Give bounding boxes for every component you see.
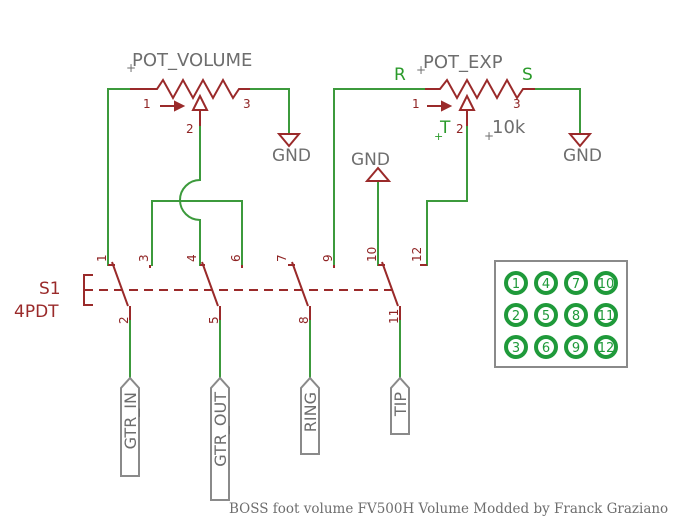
pot-exp-tip-label: T [439,118,451,138]
switch-pin-1: 1 [95,254,109,262]
pot-exp-pin1: 1 [412,97,420,111]
switch-pin-3: 3 [137,254,151,262]
switch-pin-12: 12 [410,247,424,262]
pad-label-7: 7 [572,277,580,292]
connector-gtr-out-shape [210,376,230,501]
pad-5 [534,303,558,327]
connector-gtr-out-label: GTR_OUT [211,392,231,467]
connector-gtr-in-shape [120,376,140,477]
connector-tip-label: TIP [391,392,410,417]
pad-label-5: 5 [542,309,550,324]
pad-row-2 [504,303,618,327]
pot-volume-origin-mark: + [126,61,136,75]
pad-7 [564,271,588,295]
pad-label-3: 3 [512,341,520,356]
connector-ring-label: RING [301,392,320,432]
gnd-label-mid: GND [351,150,390,170]
pot-volume-symbol [130,77,250,126]
pot-exp-symbol [425,77,535,126]
pot-exp-tip-mark: + [434,130,443,143]
pad-label-11: 11 [598,309,615,324]
switch-pin-8: 8 [297,316,311,324]
pad-label-12: 12 [598,341,615,356]
gnd-symbol-exp [567,133,593,148]
pot-exp-pin3: 3 [513,97,521,111]
pot-exp-sleeve-label: S [522,65,533,85]
switch-pin-6: 6 [229,254,243,262]
pad-6 [534,335,558,359]
pad-9 [564,335,588,359]
connector-gtr-in-label: GTR_IN [121,392,141,449]
switch-pin-4: 4 [185,254,199,262]
gnd-label-volume: GND [272,146,311,166]
pot-volume-pin2: 2 [186,122,194,136]
switch-pin-9: 9 [321,254,335,262]
pad-label-8: 8 [572,309,580,324]
pad-4 [534,271,558,295]
pot-exp-name: POT_EXP [423,52,503,73]
wires [107,88,581,379]
switch-pin-10: 10 [365,247,379,262]
switch-pin-7: 7 [275,254,289,262]
pad-12 [594,335,618,359]
pot-volume-pin1: 1 [143,97,151,111]
caption: BOSS foot volume FV500H Volume Modded by… [229,501,668,517]
pot-exp-pin2: 2 [456,122,464,136]
pad-grid [504,271,618,359]
gnd-label-exp: GND [563,146,602,166]
switch-name: S1 [39,279,61,299]
pot-exp-ring-label: R [394,65,406,85]
switch-type: 4PDT [14,302,59,322]
pad-label-6: 6 [542,341,550,356]
pad-grid-frame [494,260,628,368]
pad-2 [504,303,528,327]
pad-3 [504,335,528,359]
pad-label-2: 2 [512,309,520,324]
pot-exp-value-mark: + [484,129,494,143]
pad-label-10: 10 [598,277,615,292]
pad-label-4: 4 [542,277,550,292]
switch-pin-5: 5 [207,316,221,324]
connector-tip-shape [390,376,410,435]
pad-label-1: 1 [512,277,520,292]
pad-8 [564,303,588,327]
connector-shapes [120,376,410,501]
pad-labels: 1 4 7 10 2 5 8 11 3 6 9 12 [512,277,614,356]
connector-ring-shape [300,376,320,455]
switch-pin-2: 2 [117,316,131,324]
pad-1 [504,271,528,295]
pad-row-3 [504,335,618,359]
gnd-symbol-volume [276,133,302,148]
pad-row-1 [504,271,618,295]
switch-pin-11: 11 [387,309,401,324]
pad-label-9: 9 [572,341,580,356]
pot-exp-value: 10k [492,117,526,138]
switch-s1-symbol [83,261,427,320]
pot-volume-pin3: 3 [243,97,251,111]
gnd-symbol-mid [364,166,392,182]
pad-11 [594,303,618,327]
pot-exp-origin-mark: + [416,63,426,77]
pot-volume-name: POT_VOLUME [132,50,252,71]
pad-10 [594,271,618,295]
